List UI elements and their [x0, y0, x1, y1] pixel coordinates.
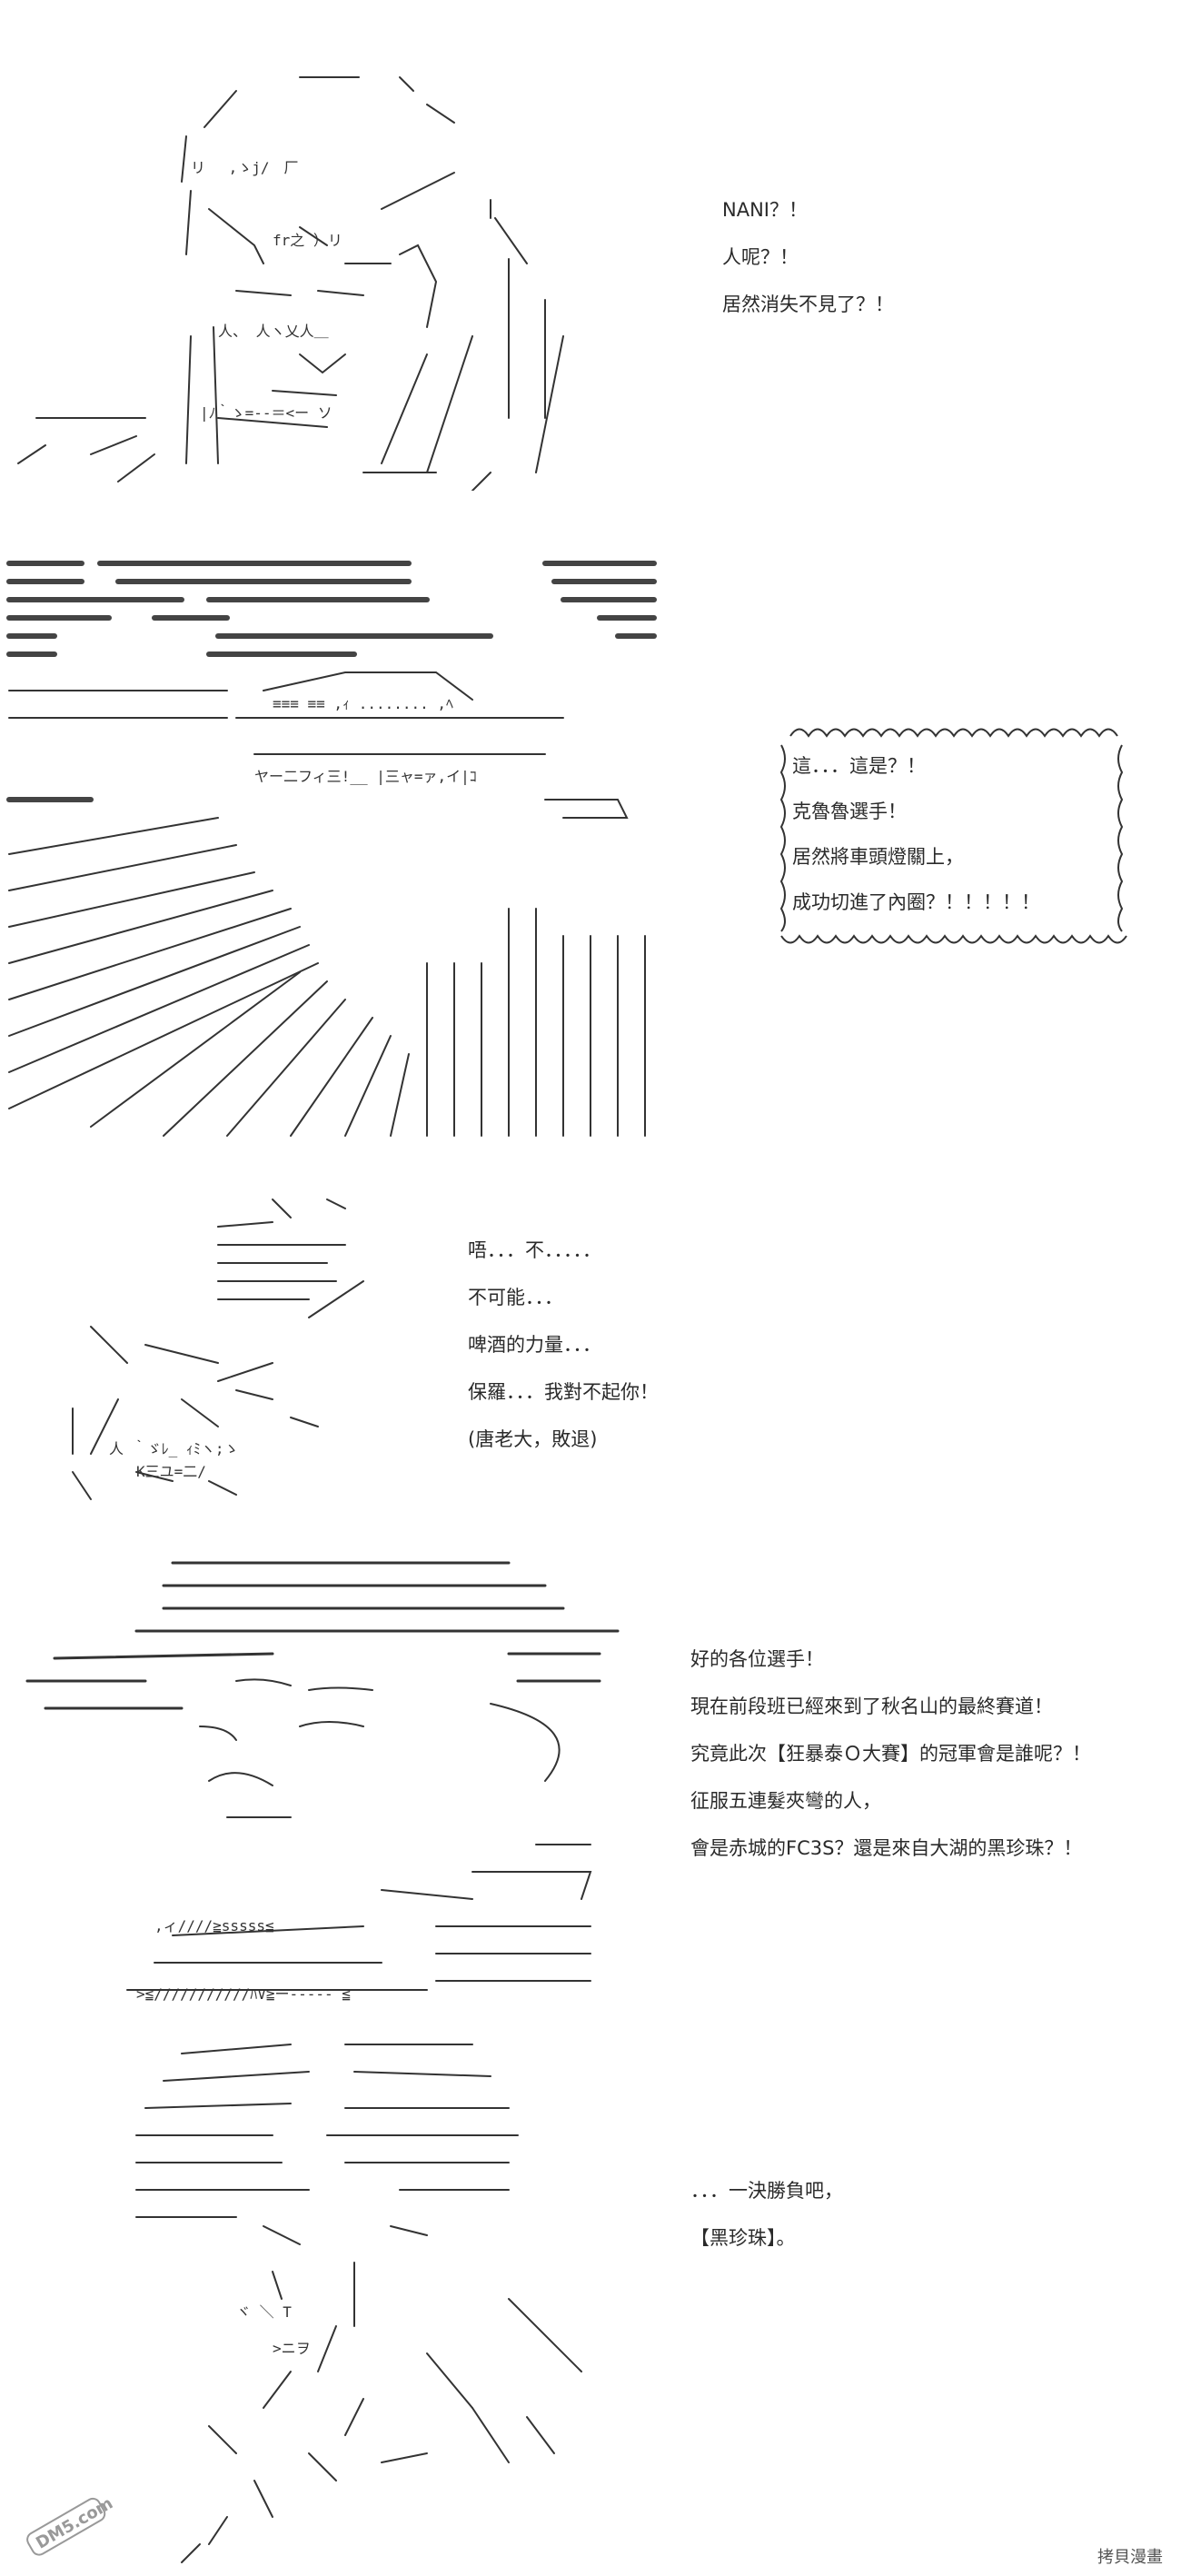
speech-bubble-frame — [779, 728, 1127, 944]
bubble-line: 成功切進了內圈？！！！！！ — [792, 891, 1040, 913]
svg-text:ヾ ＼ T: ヾ ＼ T — [236, 2303, 292, 2321]
ascii-art-defeated-figure: 人 ｀ゞﾚ_ ｨﾐヽ;ゝ K三ユ=二/ — [36, 1181, 418, 1517]
svg-text:人 ｀ゞﾚ_ ｨﾐヽ;ゝ: 人 ｀ゞﾚ_ ｨﾐヽ;ゝ — [109, 1439, 239, 1457]
dialog-line: 現在前段班已經來到了秋名山的最終賽道！ — [690, 1696, 1053, 1717]
panel-4-dialog: 好的各位選手！ 現在前段班已經來到了秋名山的最終賽道！ 究竟此次【狂暴泰Ｏ大賽】… — [690, 1636, 1091, 1872]
dialog-line: 會是赤城的FC3S？還是來自大湖的黑珍珠？！ — [690, 1837, 1083, 1859]
svg-text:ヤー二フィ三!__ |三ャ=ァ,イ|ｺ: ヤー二フィ三!__ |三ャ=ァ,イ|ｺ — [254, 768, 477, 785]
dm5-logo-text: DM5.com — [33, 2493, 116, 2552]
dialog-line: 唔．．．不．．．．． — [468, 1239, 601, 1261]
svg-text:|ﾉ｀ゝ=--＝<ー ソ: |ﾉ｀ゝ=--＝<ー ソ — [200, 403, 332, 422]
panel-4: ,ィ////≧sssss≦ >≦///////////ﾊ∨≧ー----- ≦ 好… — [0, 1527, 1181, 2017]
ascii-art-shocked-face: fr之 ）リ リ ,ゝj/ 厂 人、 人ヽ乂人＿ |ﾉ｀ゝ=--＝<ー ソ — [0, 36, 636, 491]
dialog-line: 究竟此次【狂暴泰Ｏ大賽】的冠軍會是誰呢？！ — [690, 1743, 1091, 1765]
panel-5: ヾ ＼ T >ニヲ ．．．一決勝負吧， 【黑珍珠】。 — [0, 2017, 1181, 2576]
ascii-art-rival: ヾ ＼ T >ニヲ — [127, 2026, 636, 2571]
svg-text:fr之 ）リ: fr之 ）リ — [273, 232, 342, 249]
svg-text:>ニヲ: >ニヲ — [273, 2340, 311, 2357]
panel-5-dialog: ．．．一決勝負吧， 【黑珍珠】。 — [690, 2167, 843, 2262]
svg-text:,ィ////≧sssss≦: ,ィ////≧sssss≦ — [154, 1917, 274, 1934]
bubble-line: 居然將車頭燈關上， — [792, 846, 964, 868]
dialog-line: 啤酒的力量．．． — [468, 1334, 601, 1356]
svg-text:人、 人ヽ乂人＿: 人、 人ヽ乂人＿ — [218, 323, 329, 340]
panel-3: 人 ｀ゞﾚ_ ｨﾐヽ;ゝ K三ユ=二/ 唔．．．不．．．．． 不可能．．． 啤酒… — [0, 1163, 1181, 1527]
dialog-line: 征服五連髮夾彎的人， — [690, 1790, 881, 1812]
dm5-logo-icon: DM5.com — [26, 2493, 116, 2556]
svg-text:K三ユ=二/: K三ユ=二/ — [136, 1463, 206, 1480]
dialog-line: 好的各位選手！ — [690, 1648, 824, 1670]
bubble-text: 這．．．這是？！ 克魯魯選手！ 居然將車頭燈關上， 成功切進了內圈？！！！！！ — [792, 743, 1040, 925]
dialog-line: (唐老大，敗退) — [468, 1428, 598, 1450]
copy-manga-watermark: 拷貝漫畫 — [1097, 2548, 1163, 2567]
dialog-line: NANI？！ — [722, 199, 808, 221]
dialog-line: 人呢？！ — [722, 246, 799, 268]
panel-1-dialog: NANI？！ 人呢？！ 居然消失不見了？！ — [722, 186, 894, 328]
panel-3-dialog: 唔．．．不．．．．． 不可能．．． 啤酒的力量．．． 保羅．．．我對不起你！ (… — [468, 1227, 659, 1463]
ascii-art-car-speeding: ヤー二フィ三!__ |三ャ=ァ,イ|ｺ ≡≡≡ ≡≡ ,ｨ ........ ,… — [0, 545, 672, 1163]
ascii-art-announcer: ,ィ////≧sssss≦ >≦///////////ﾊ∨≧ー----- ≦ — [0, 1545, 654, 2008]
dialog-line: 居然消失不見了？！ — [722, 293, 894, 315]
dialog-line: 不可能．．． — [468, 1287, 563, 1308]
panel-1: fr之 ）リ リ ,ゝj/ 厂 人、 人ヽ乂人＿ |ﾉ｀ゝ=--＝<ー ソ NA… — [0, 0, 1181, 509]
speech-bubble: 這．．．這是？！ 克魯魯選手！ 居然將車頭燈關上， 成功切進了內圈？！！！！！ — [772, 718, 1136, 950]
dialog-line: ．．．一決勝負吧， — [690, 2180, 843, 2202]
svg-text:>≦///////////ﾊ∨≧ー----- ≦: >≦///////////ﾊ∨≧ー----- ≦ — [136, 1985, 351, 2003]
svg-text:≡≡≡ ≡≡ ,ｨ ........ ,ﾍ: ≡≡≡ ≡≡ ,ｨ ........ ,ﾍ — [273, 695, 453, 712]
dialog-line: 保羅．．．我對不起你！ — [468, 1381, 659, 1403]
panel-2: ヤー二フィ三!__ |三ャ=ァ,イ|ｺ ≡≡≡ ≡≡ ,ｨ ........ ,… — [0, 509, 1181, 1163]
bubble-line: 克魯魯選手！ — [792, 801, 907, 822]
svg-text:リ ,ゝj/ 厂: リ ,ゝj/ 厂 — [191, 159, 299, 176]
dialog-line: 【黑珍珠】。 — [690, 2227, 796, 2249]
dm5-logo: DM5.com — [16, 2485, 125, 2567]
bubble-line: 這．．．這是？！ — [792, 755, 926, 777]
